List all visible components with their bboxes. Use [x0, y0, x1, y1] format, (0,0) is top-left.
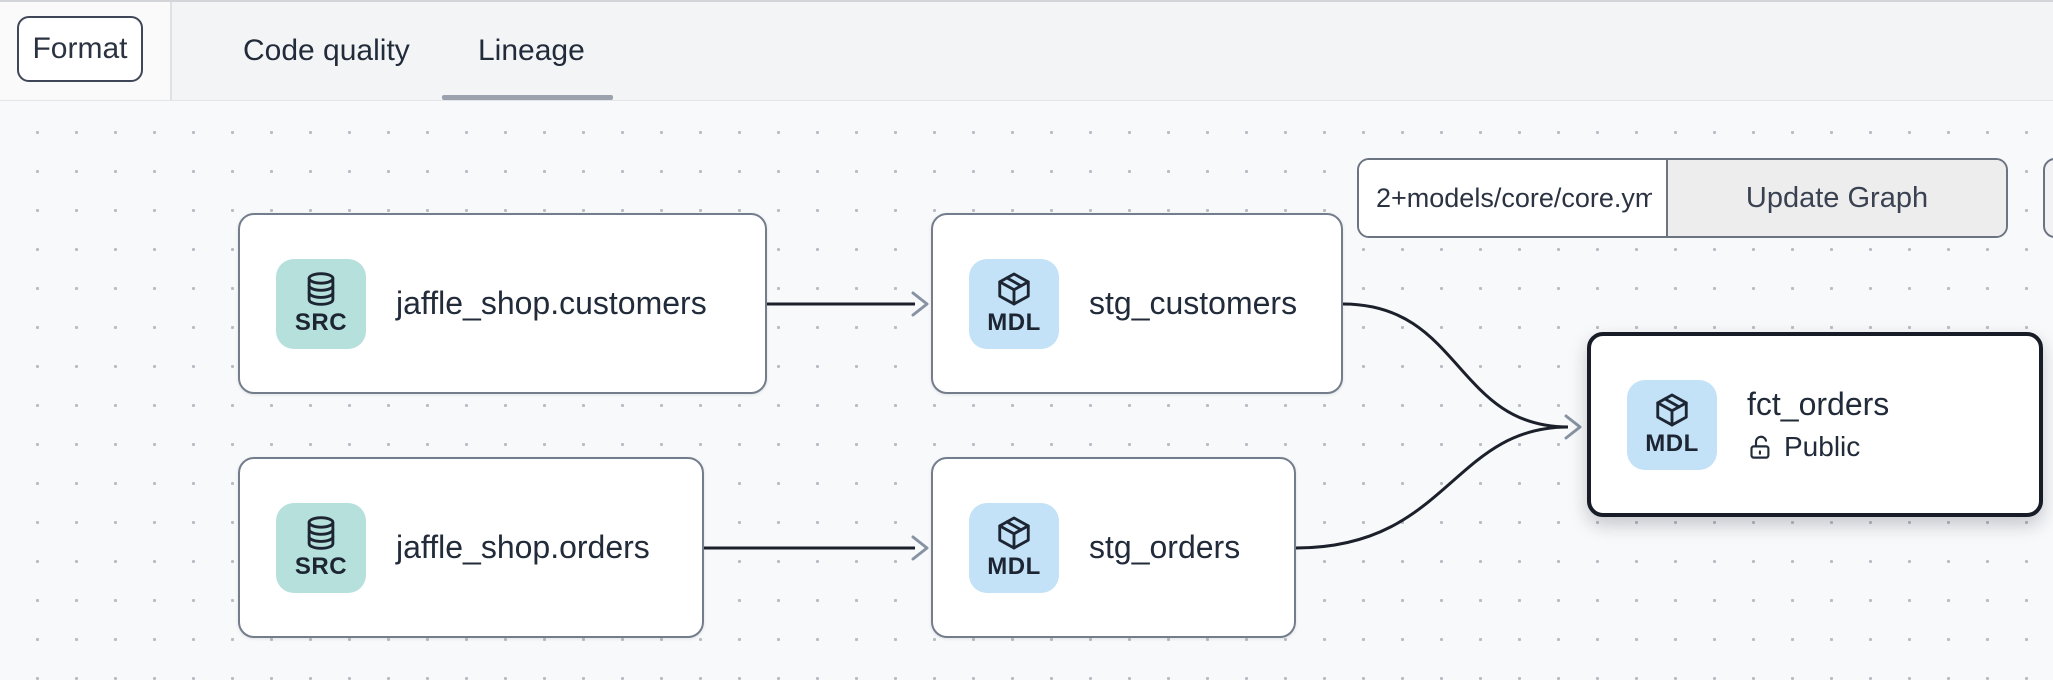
tab-lineage[interactable]: Lineage [478, 34, 585, 67]
toolbar-left-section: Format [0, 2, 172, 100]
badge-label: SRC [294, 553, 348, 580]
node-label: stg_customers [1089, 285, 1298, 321]
node-label: stg_orders [1089, 529, 1241, 565]
graph-node-jaffle-shop-customers[interactable]: SRC jaffle_shop.customers [238, 213, 767, 394]
cube-icon [998, 272, 1030, 306]
graph-node-jaffle-shop-orders[interactable]: SRC jaffle_shop.orders [238, 457, 704, 638]
access-row: Public [1747, 431, 1889, 463]
graph-node-fct-orders[interactable]: MDL fct_orders Public [1587, 332, 2043, 517]
update-graph-button[interactable]: Update Graph [1666, 160, 2006, 236]
top-toolbar: Format Code quality Lineage [0, 0, 2053, 101]
graph-node-stg-customers[interactable]: MDL stg_customers [931, 213, 1343, 394]
badge-label: MDL [987, 553, 1041, 580]
node-title-group: fct_orders Public [1747, 386, 1889, 463]
cube-icon [1656, 393, 1688, 427]
graph-node-stg-orders[interactable]: MDL stg_orders [931, 457, 1296, 638]
source-badge: SRC [276, 258, 366, 349]
model-selector-group: Update Graph [1357, 158, 2008, 238]
badge-label: MDL [1645, 430, 1699, 457]
model-badge: MDL [969, 258, 1059, 349]
badge-label: MDL [987, 309, 1041, 336]
badge-label: SRC [294, 309, 348, 336]
node-label: jaffle_shop.customers [396, 285, 707, 321]
edge-overflow-button[interactable] [2043, 158, 2053, 238]
model-badge: MDL [1627, 379, 1717, 470]
model-badge: MDL [969, 502, 1059, 593]
unlocked-padlock-icon [1750, 435, 1770, 459]
database-icon [307, 272, 335, 306]
database-icon [307, 516, 335, 550]
format-button[interactable]: Format [17, 16, 143, 82]
node-label: fct_orders [1747, 386, 1890, 422]
active-tab-underline [442, 95, 613, 100]
model-selector-input[interactable] [1359, 160, 1666, 236]
source-badge: SRC [276, 502, 366, 593]
node-label: jaffle_shop.orders [396, 529, 650, 565]
access-label: Public [1784, 431, 1861, 462]
cube-icon [998, 516, 1030, 550]
tab-code-quality[interactable]: Code quality [243, 34, 410, 67]
